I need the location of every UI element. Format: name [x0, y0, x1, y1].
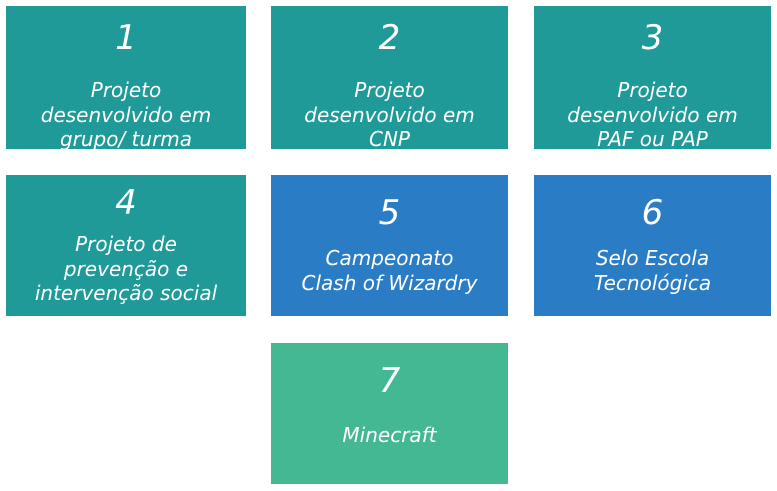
tile-label: Projeto desenvolvido em CNP	[304, 78, 475, 151]
tile-label: Projeto de prevenção e intervenção socia…	[34, 232, 218, 305]
tile-label: Projeto desenvolvido em PAF ou PAP	[567, 78, 738, 151]
tile-number: 6	[641, 193, 664, 233]
tile-6: 6 Selo Escola Tecnológica	[534, 175, 771, 316]
tile-4: 4 Projeto de prevenção e intervenção soc…	[6, 175, 246, 316]
tile-number: 3	[641, 18, 664, 58]
tile-number: 2	[378, 18, 401, 58]
tile-7: 7 Minecraft	[271, 343, 508, 484]
tile-5: 5 Campeonato Clash of Wizardry	[271, 175, 508, 316]
tile-label: Minecraft	[342, 423, 437, 447]
tile-number: 5	[378, 193, 401, 233]
tile-label: Campeonato Clash of Wizardry	[301, 246, 478, 295]
tile-number: 7	[378, 361, 401, 401]
tile-label: Selo Escola Tecnológica	[593, 246, 712, 295]
tile-number: 1	[115, 18, 137, 58]
tile-1: 1 Projeto desenvolvido em grupo/ turma	[6, 6, 246, 151]
tile-3: 3 Projeto desenvolvido em PAF ou PAP	[534, 6, 771, 151]
tile-2: 2 Projeto desenvolvido em CNP	[271, 6, 508, 151]
tile-label: Projeto desenvolvido em grupo/ turma	[40, 78, 212, 151]
tile-number: 4	[115, 183, 137, 223]
